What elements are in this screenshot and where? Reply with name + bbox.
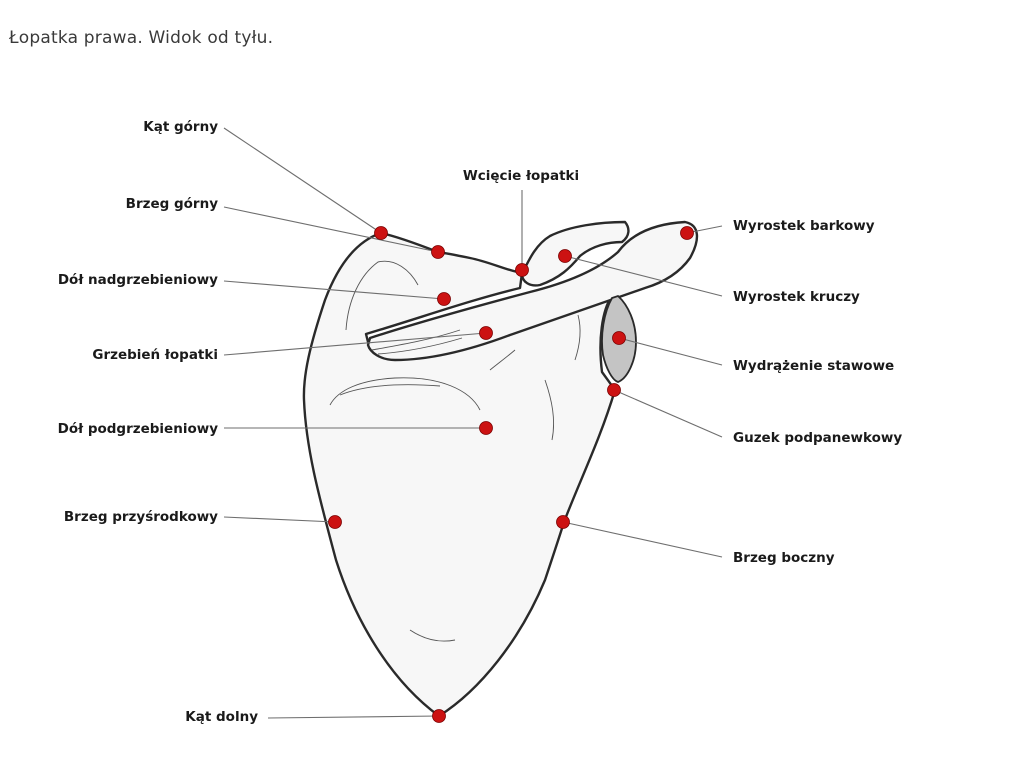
- marker-kat-dolny: [432, 709, 446, 723]
- infraspinous-ridge: [329, 377, 481, 411]
- label-kat-dolny: Kąt dolny: [185, 709, 258, 725]
- leader-wydrazenie: [618, 337, 723, 366]
- marker-brzeg-boczny: [556, 515, 570, 529]
- coracoid-process: [520, 220, 630, 287]
- inferior-detail: [409, 629, 456, 642]
- marker-wydrazenie: [612, 331, 626, 345]
- label-dol-nadgrzebieniowy: Dół nadgrzebieniowy: [58, 272, 218, 288]
- marker-grzebien: [479, 326, 493, 340]
- label-brzeg-przysrodkowy: Brzeg przyśrodkowy: [64, 509, 218, 525]
- leader-guzek: [613, 389, 723, 438]
- label-wyrostek-barkowy: Wyrostek barkowy: [733, 218, 875, 234]
- leader-brzeg-przysrodkowy: [223, 516, 336, 523]
- label-kat-gorny: Kąt górny: [143, 119, 218, 135]
- spine-shading: [371, 329, 461, 351]
- leader-wyrostek-kruczy: [564, 255, 723, 297]
- marker-wyrostek-kruczy: [558, 249, 572, 263]
- marker-wciecie: [515, 263, 529, 277]
- marker-dol-nadgrzebieniowy: [437, 292, 451, 306]
- label-wciecie-lopatki: Wcięcie łopatki: [463, 168, 579, 184]
- marker-wyrostek-barkowy: [680, 226, 694, 240]
- marker-dol-podgrzebieniowy: [479, 421, 493, 435]
- scapular-spine: [366, 220, 699, 362]
- label-wyrostek-kruczy: Wyrostek kruczy: [733, 289, 860, 305]
- spine-shading-2: [377, 337, 463, 355]
- lateral-detail-2: [574, 314, 581, 361]
- leader-brzeg-gorny: [223, 206, 439, 253]
- label-wydrazenie-stawowe: Wydrążenie stawowe: [733, 358, 894, 374]
- leader-grzebien: [223, 332, 487, 356]
- infraspinous-ridge-2: [339, 384, 441, 396]
- marker-brzeg-przysrodkowy: [328, 515, 342, 529]
- leader-kat-gorny: [223, 127, 382, 234]
- fossa-detail: [489, 349, 516, 371]
- lateral-detail: [544, 379, 555, 441]
- label-dol-podgrzebieniowy: Dół podgrzebieniowy: [58, 421, 219, 437]
- label-brzeg-boczny: Brzeg boczny: [733, 550, 835, 566]
- label-grzebien-lopatki: Grzebień łopatki: [92, 347, 218, 363]
- leader-brzeg-boczny: [562, 521, 723, 558]
- page-title: Łopatka prawa. Widok od tyłu.: [9, 28, 274, 48]
- marker-brzeg-gorny: [431, 245, 445, 259]
- leader-dol-nadgrzebieniowy: [223, 280, 445, 300]
- supraspinous-detail: [345, 260, 419, 331]
- marker-guzek: [607, 383, 621, 397]
- marker-kat-gorny: [374, 226, 388, 240]
- label-guzek-podpanewkowy: Guzek podpanewkowy: [733, 430, 902, 446]
- label-brzeg-gorny: Brzeg górny: [126, 196, 219, 212]
- leader-kat-dolny: [267, 715, 440, 719]
